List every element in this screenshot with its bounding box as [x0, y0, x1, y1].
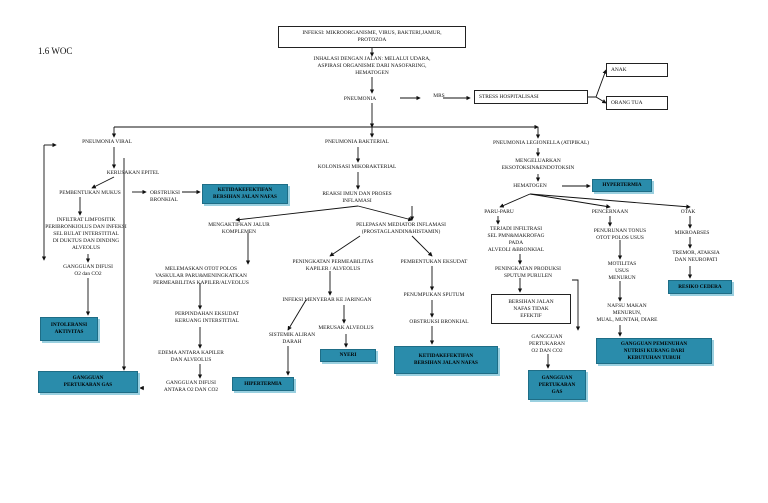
diagram-heading: 1.6 WOC: [38, 46, 73, 56]
node-merusak-alveolus: MERUSAK ALVEOLUS: [318, 325, 374, 331]
diagnosis-intoleransi: INTOLERANSI AKTIVITAS: [40, 317, 98, 341]
node-stress-hospitalisasi: STRESS HOSPITALISASI: [474, 90, 588, 104]
node-gangguan-difusi-2: GANGGUAN DIFUSI ANTARA O2 DAN CO2: [163, 380, 219, 393]
diagnosis-gangguan-pertukaran-1: GANGGUAN PERTUKARAN GAS: [38, 371, 138, 393]
node-inhalasi: INHALASI DENGAN JALAN: MELALUI UDARA, AS…: [313, 56, 431, 76]
node-penumpukan-sputum: PENUMPUKAN SPUTUM: [403, 292, 465, 298]
node-infiltrat-limfositik: INFILTRAT LIMFOSITIK PERIBRONKIOLUS DAN …: [45, 217, 127, 251]
connector-arrow: [287, 299, 307, 331]
node-tremor: TREMOR, ATAKSIA DAN NEUROPATI: [672, 250, 720, 263]
node-perpindahan-eksudat: PERPINDAHAN EKSUDAT KERUANG INTERSTITIAL: [175, 311, 239, 324]
node-penurunan-tonus: PENURUNAN TONUS OTOT POLOS USUS: [593, 228, 647, 241]
node-pneumonia-viral: PNEUMONIA VIRAL: [82, 139, 132, 145]
connector-arrow: [588, 69, 607, 98]
node-pneumonia-legionella: PNEUMONIA LEGIONELLA (ATIPIKAL): [492, 140, 590, 146]
connector-arrow: [529, 193, 611, 209]
node-mrs: MRS: [433, 93, 445, 99]
connector-arrow: [357, 205, 413, 222]
node-mengeluarkan-toksin: MENGELUARKAN EKSOTOKSIN&ENDOTOKSIN: [501, 158, 575, 171]
node-melemaskan-otot: MELEMASKAN OTOT POLOS VASKULAR PARU&MENI…: [153, 266, 249, 286]
node-hematogen: HEMATOGEN: [513, 183, 547, 189]
connector-arrow: [588, 96, 607, 104]
diagnosis-ketidakefektifan-1: KETIDAKEFEKTIFAN BERSIHAN JALAN NAFAS: [202, 184, 288, 204]
connector-arrow: [235, 205, 359, 222]
diagnosis-gangguan-pertukaran-2: GANGGUAN PERTUKARAN GAS: [528, 370, 586, 400]
node-nafsu-makan: NAFSU MAKAN MENURUN, MUAL, MUNTAH, DIARE: [596, 303, 658, 323]
node-pembentukan-mukus: PEMBENTUKAN MUKUS: [59, 190, 121, 196]
node-peningkatan-permeabilitas: PENINGKATAN PERMEABILITAS KAPILER / ALVE…: [292, 259, 374, 272]
diagnosis-nyeri: NYERI: [320, 349, 376, 362]
connector-arrow: [529, 193, 691, 209]
node-pencernaan: PENCERNAAN: [591, 209, 629, 215]
node-terjadi-infiltrasi: TERJADI INFILTRASI SEL PMN&MAKROFAG PADA…: [487, 226, 545, 253]
connector-arrow: [91, 176, 115, 189]
node-otak: OTAK: [680, 209, 696, 215]
node-obstruksi-bronkial-2: OBSTRUKSI BRONKIAL: [409, 319, 469, 325]
diagnosis-nutrisi: GANGGUAN PEMENUHAN NUTRISI KURANG DARI K…: [596, 338, 712, 364]
node-infeksi-menyebar: INFEKSI MENYEBAR KE JARINGAN: [282, 297, 372, 303]
node-paru-paru: PARU-PARU: [484, 209, 514, 215]
node-edema: EDEMA ANTARA KAPILER DAN ALVEOLUS: [158, 350, 224, 363]
node-bersihan-tidak-efektif: BERSIHAN JALAN NAFAS TIDAK EFEKTIF: [491, 294, 571, 324]
connector-arrow: [411, 235, 433, 257]
connector-arrow: [572, 279, 581, 331]
node-reaksi-imun: REAKSI IMUN DAN PROSES INFLAMASI: [322, 191, 392, 204]
node-kolonisasi: KOLONISASI MIKOBAKTERIAL: [317, 164, 397, 170]
diagnosis-ketidakefektifan-2: KETIDAKEFEKTIFAN BERSIHAN JALAN NAFAS: [394, 346, 498, 374]
node-motilitas: MOTILITAS USUS MENURUN: [607, 261, 637, 281]
diagnosis-hypertermia-1: HYPERTERMIA: [592, 179, 652, 192]
node-gangguan-pertukaran-o2: GANGGUAN PERTUKARAN O2 DAN CO2: [529, 334, 565, 354]
node-peningkatan-produksi-sputum: PENINGKATAN PRODUKSI SPUTUM PURULEN: [495, 266, 561, 279]
node-mikroabses: MIKROABSES: [674, 230, 710, 236]
node-orang-tua: ORANG TUA: [606, 96, 668, 110]
node-gangguan-difusi-1: GANGGUAN DIFUSI O2 dan CO2: [63, 264, 113, 277]
node-obstruksi-bronkial-1: OBSTRUKSI BRONKIAL: [150, 190, 180, 203]
diagnosis-hipertermia-2: HIPERTERMIA: [232, 377, 294, 391]
node-pneumonia: PNEUMONIA: [343, 96, 377, 102]
node-infeksi: INFEKSI: MIKROORGANISME, VIRUS, BAKTERI,…: [278, 26, 466, 48]
node-mengaktifkan-komplemen: MENGAKTIFKAN JALUR KOMPLEMEN: [208, 222, 270, 235]
node-pelepasan-mediator: PELEPASAN MEDIATOR INFLAMASI (PROSTAGLAN…: [356, 222, 446, 235]
node-pembentukan-eksudat: PEMBENTUKAN EKSUDAT: [400, 259, 468, 265]
connector-arrow: [329, 235, 361, 257]
node-kerusakan-epitel: KERUSAKAN EPITEL: [106, 170, 160, 176]
connector-arrow: [499, 193, 531, 208]
node-anak: ANAK: [606, 63, 668, 77]
diagnosis-resiko-cedera: RESIKO CEDERA: [668, 280, 732, 294]
node-sistemik-aliran: SISTEMIK ALIRAN DARAH: [268, 332, 316, 345]
node-pneumonia-bakterial: PNEUMONIA BAKTERIAL: [325, 139, 389, 145]
